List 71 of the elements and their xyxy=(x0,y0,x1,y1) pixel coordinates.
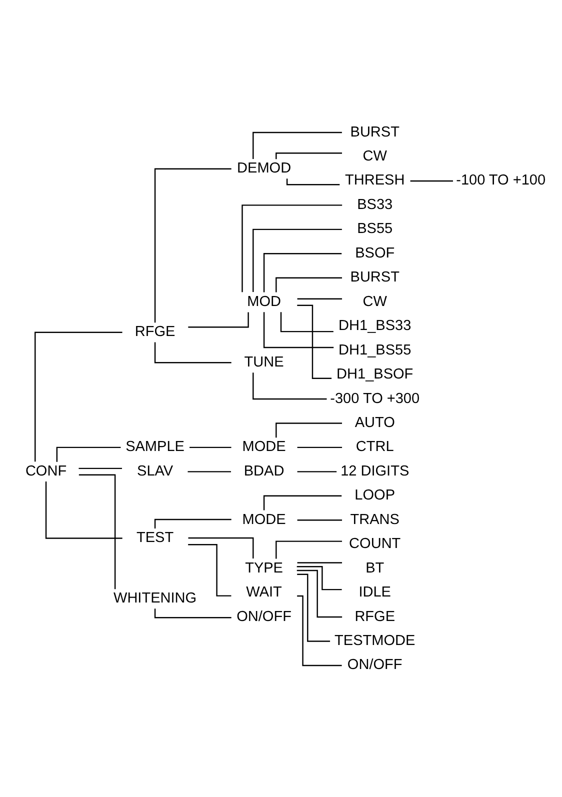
connector xyxy=(276,276,342,292)
node-text: SAMPLE xyxy=(126,438,184,455)
connector xyxy=(242,204,342,292)
node-text: THRESH xyxy=(345,172,405,188)
node-text: ON/OFF xyxy=(347,656,402,673)
connector xyxy=(297,298,342,299)
node-text: BS55 xyxy=(357,220,393,237)
node-text: ON/OFF xyxy=(236,608,292,624)
node-text: WHITENING xyxy=(114,590,197,606)
connector xyxy=(154,342,232,363)
connector xyxy=(188,312,249,328)
connector xyxy=(78,474,116,589)
node-text: 12 DIGITS xyxy=(340,462,410,479)
connector xyxy=(188,536,254,558)
connector xyxy=(410,180,453,182)
connector xyxy=(297,573,330,642)
node-text: MOD xyxy=(247,293,281,310)
connector xyxy=(280,312,334,332)
node-text: WAIT xyxy=(246,584,282,600)
node-text: TEST xyxy=(136,530,174,546)
connector xyxy=(297,519,342,520)
connector xyxy=(252,131,342,158)
node-text: DH1_BSOF xyxy=(336,366,414,382)
connector xyxy=(263,252,342,292)
connector xyxy=(154,168,232,322)
node-text: DH1_BS33 xyxy=(338,318,412,334)
node-text: MODE xyxy=(242,438,286,455)
node-text: CW xyxy=(362,293,387,310)
node-text: BSOF xyxy=(355,244,395,261)
connector xyxy=(78,467,122,469)
node-text: TYPE xyxy=(245,560,284,576)
node-text: -100 TO +100 xyxy=(456,172,546,188)
node-text: AUTO xyxy=(354,414,395,430)
node-text: BURST xyxy=(350,124,400,140)
connector xyxy=(297,470,337,472)
node-text: TESTMODE xyxy=(334,632,416,648)
node-text: LOOP xyxy=(354,487,396,504)
node-text: DEMOD xyxy=(237,160,292,176)
connector xyxy=(34,331,122,462)
connector xyxy=(297,304,332,379)
node-text: BURST xyxy=(350,269,400,286)
connector xyxy=(263,312,334,348)
node-text: SLAV xyxy=(137,462,174,479)
node-text: -300 TO +300 xyxy=(330,390,420,406)
connector xyxy=(297,594,342,666)
node-text: RFGE xyxy=(134,324,176,340)
connector xyxy=(56,446,121,462)
connector xyxy=(297,562,342,563)
connector xyxy=(297,446,342,448)
node-text: DH1_BS55 xyxy=(338,342,412,358)
connector xyxy=(252,228,342,292)
node-text: RFGE xyxy=(354,608,396,624)
connector xyxy=(190,446,232,448)
connector xyxy=(252,372,327,400)
connector xyxy=(188,470,231,472)
node-text: MODE xyxy=(242,511,286,528)
node-text: IDLE xyxy=(358,584,392,600)
connector xyxy=(188,544,232,596)
node-text: TRANS xyxy=(350,511,400,528)
node-text: COUNT xyxy=(349,536,401,552)
connector xyxy=(276,540,342,558)
node-text: BT xyxy=(366,560,384,576)
node-text: BDAD xyxy=(244,462,284,479)
node-text: TUNE xyxy=(244,354,284,370)
node-text: BS33 xyxy=(357,196,393,212)
connector xyxy=(296,569,342,618)
connector xyxy=(45,481,122,538)
node-text: CW xyxy=(362,148,387,164)
node-text: CTRL xyxy=(356,438,394,455)
connector xyxy=(296,566,342,590)
node-text: CONF xyxy=(25,462,67,479)
